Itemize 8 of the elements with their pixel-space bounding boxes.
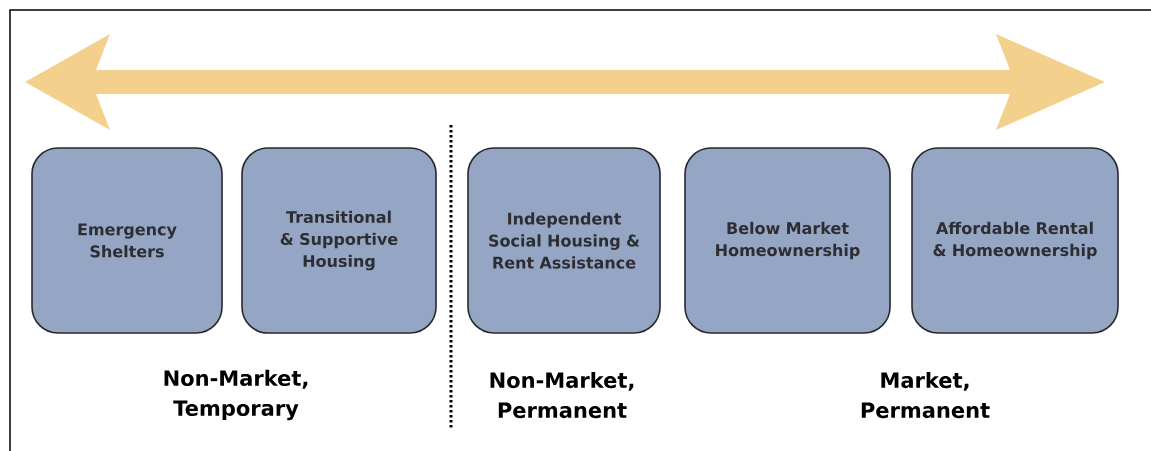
group-label: Non-Market, Permanent	[490, 371, 634, 419]
group-label: Non-Market, Temporary	[164, 369, 308, 421]
category-box: Below Market Homeownership	[684, 147, 891, 334]
category-box: Transitional & Supportive Housing	[241, 147, 437, 334]
category-box: Affordable Rental & Homeownership	[911, 147, 1119, 334]
category-box: Independent Social Housing & Rent Assistance	[467, 147, 661, 334]
category-box: Emergency Shelters	[31, 147, 223, 334]
group-label: Market, Permanent	[861, 371, 990, 419]
